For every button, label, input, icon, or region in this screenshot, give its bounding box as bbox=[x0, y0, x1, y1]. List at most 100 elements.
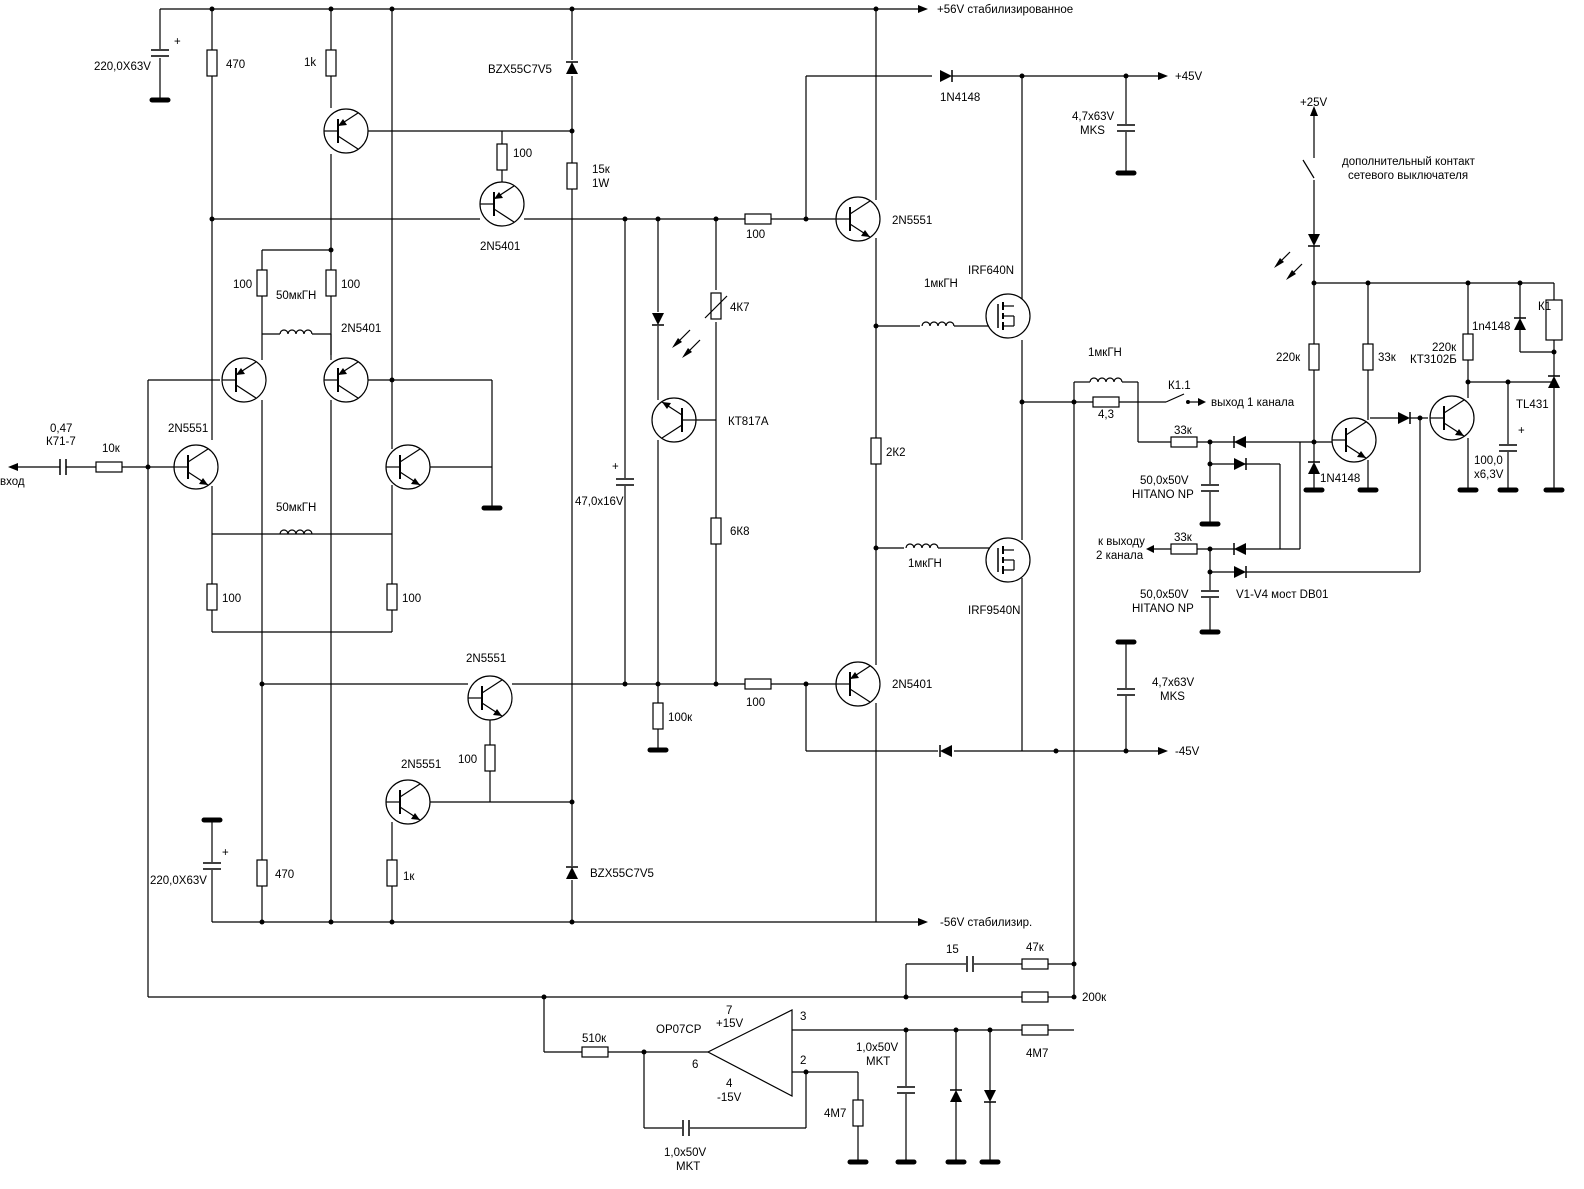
r15k-1-label: 15к bbox=[592, 164, 611, 176]
c-np2-2-label: HITANO NP bbox=[1132, 603, 1194, 615]
resistor-220k-b bbox=[1462, 333, 1474, 361]
resistor-100k bbox=[652, 702, 664, 730]
z-top-label: BZX55C7V5 bbox=[488, 64, 552, 76]
capacitor-100uF bbox=[1498, 444, 1518, 452]
lower-left-wiring bbox=[211, 400, 468, 922]
diode-1n4148-prot bbox=[1307, 461, 1321, 475]
r33k-c-label: 33к bbox=[1378, 352, 1397, 364]
resistor-4m7-a bbox=[1021, 1024, 1049, 1036]
r4m7-b-label: 4М7 bbox=[824, 1108, 846, 1120]
c-top-label: 220,0X63V bbox=[94, 61, 151, 73]
extra-contact-label-1: дополнительный контакт bbox=[1342, 156, 1476, 168]
resistor-4-3 bbox=[1092, 396, 1120, 408]
diode-1n4148-top bbox=[939, 69, 953, 83]
input-wiring bbox=[8, 379, 220, 997]
r100-e2-label: 100 bbox=[402, 593, 421, 605]
r1k-b-label: 1к bbox=[403, 871, 415, 883]
driver-wiring bbox=[771, 9, 938, 922]
q-mid-top-label: 2N5401 bbox=[341, 323, 381, 335]
capacitor-np-2 bbox=[1200, 590, 1220, 598]
transistor-kt817 bbox=[651, 397, 697, 443]
l4-label: 1мкГН bbox=[908, 558, 942, 570]
transistor-pnp-top bbox=[323, 108, 369, 154]
led-light-arrows bbox=[672, 329, 701, 358]
resistor-100-driver-top bbox=[744, 213, 772, 225]
transistor-upper-pnp bbox=[479, 181, 525, 227]
capacitor-47uF bbox=[615, 478, 635, 486]
pin4-voltage: -15V bbox=[717, 1092, 742, 1104]
extra-contact-label-2: сетевого выключателя bbox=[1348, 170, 1468, 182]
capacitor-4u7-bottom bbox=[1116, 688, 1136, 696]
bridge-diode-4 bbox=[1233, 565, 1247, 579]
c-np2-1-label: 50,0x50V bbox=[1140, 589, 1189, 601]
bridge-diode-2 bbox=[1233, 457, 1247, 471]
r510k-label: 510к bbox=[582, 1033, 607, 1045]
r100-e1-label: 100 bbox=[222, 593, 241, 605]
led-power-arrows bbox=[1274, 251, 1303, 280]
r100-base-bot-label: 100 bbox=[458, 754, 477, 766]
c-bias-label: 47,0x16V bbox=[575, 496, 624, 508]
bridge-label: V1-V4 мост DB01 bbox=[1236, 589, 1328, 601]
transistor-kt3102 bbox=[1429, 395, 1475, 441]
resistor-200k bbox=[1021, 991, 1049, 1003]
c-45p-2-label: MKS bbox=[1080, 125, 1105, 137]
output-1-label: выход 1 канала bbox=[1211, 397, 1295, 409]
r100k-label: 100к bbox=[668, 712, 693, 724]
transistor-current-source bbox=[385, 779, 431, 825]
output-wiring bbox=[1022, 381, 1236, 997]
capacitor-220-top bbox=[150, 49, 170, 57]
capacitor-220-bottom bbox=[202, 862, 222, 870]
opamp-op07 bbox=[706, 1009, 793, 1097]
q-mos-p-label: IRF640N bbox=[968, 265, 1014, 277]
l2-label: 50мкГН bbox=[276, 502, 316, 514]
svg-text:+: + bbox=[1518, 425, 1525, 437]
resistor-47k bbox=[1021, 958, 1049, 970]
resistor-100-left bbox=[256, 269, 268, 297]
r1k-a-label: 1k bbox=[304, 57, 316, 69]
clamp-diode-1 bbox=[949, 1089, 963, 1103]
resistor-100-driver-bottom bbox=[744, 678, 772, 690]
tl431-label: TL431 bbox=[1516, 399, 1549, 411]
r100-d2-label: 100 bbox=[746, 697, 765, 709]
transistor-input-npn bbox=[173, 444, 219, 490]
output-2-arrow bbox=[1146, 545, 1154, 553]
output-2-label-1: к выходу bbox=[1098, 536, 1145, 548]
r220k-a-label: 220к bbox=[1276, 352, 1301, 364]
junction-dots bbox=[145, 6, 1557, 1075]
trimmer-4k7 bbox=[710, 292, 722, 320]
resistor-470-top bbox=[206, 49, 218, 77]
c-fb-label: 15 bbox=[946, 944, 959, 956]
left-column-wiring bbox=[211, 9, 480, 633]
transistor-mirror-npn bbox=[385, 444, 431, 490]
r33k-a-label: 33к bbox=[1174, 425, 1193, 437]
resistor-100-e1 bbox=[206, 583, 218, 611]
inductor-gate-bottom bbox=[905, 543, 939, 549]
r33k-b-label: 33к bbox=[1174, 532, 1193, 544]
rail-neg45-label: -45V bbox=[1175, 746, 1200, 758]
l1-label: 50мкГН bbox=[276, 290, 316, 302]
capacitor-4u7-top bbox=[1116, 124, 1136, 132]
r2k2-label: 2К2 bbox=[886, 447, 906, 459]
pin6-label: 6 bbox=[692, 1059, 698, 1071]
diode-bottom bbox=[939, 744, 953, 758]
resistor-100-base-top bbox=[496, 143, 508, 171]
r470a-label: 470 bbox=[226, 59, 245, 71]
pin3-label: 3 bbox=[800, 1011, 806, 1023]
q-mos-n-label: IRF9540N bbox=[968, 605, 1020, 617]
zener-bottom bbox=[565, 866, 579, 880]
resistor-100-e2 bbox=[386, 583, 398, 611]
transistor-driver-npn bbox=[835, 196, 881, 242]
diode-relay-flyback bbox=[1513, 317, 1527, 331]
d-relay-label: 1n4148 bbox=[1472, 321, 1510, 333]
resistor-510k bbox=[581, 1046, 609, 1058]
svg-text:+: + bbox=[222, 847, 229, 859]
pos25-arrow bbox=[1310, 106, 1318, 116]
pin2-label: 2 bbox=[800, 1055, 806, 1067]
rail-pos56-label: +56V стабилизированное bbox=[937, 4, 1073, 16]
resistor-100-right bbox=[325, 269, 337, 297]
relay-k1-coil bbox=[1545, 299, 1563, 341]
svg-text:+: + bbox=[174, 36, 181, 48]
relay-label: К1 bbox=[1538, 301, 1551, 313]
c-int-2-label: MKT bbox=[676, 1161, 700, 1173]
z-bot-label: BZX55C7V5 bbox=[590, 868, 654, 880]
